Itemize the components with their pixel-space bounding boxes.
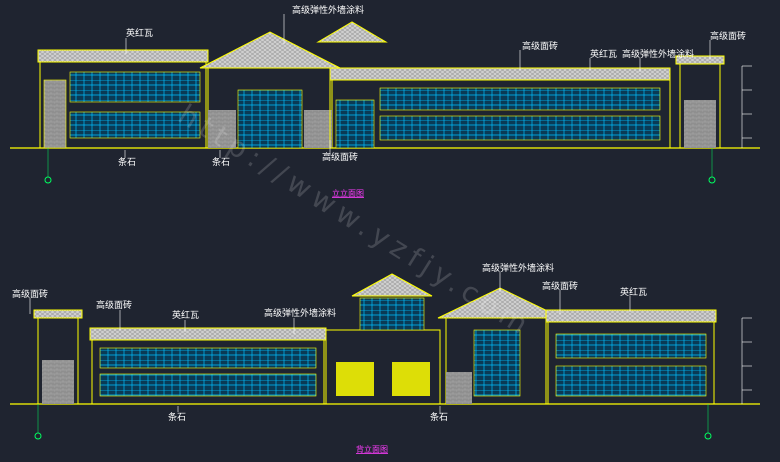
grid-bubble (704, 432, 712, 440)
rear-elevation: 高级弹性外墙涂料 高级面砖 高级面砖 英红瓦 高级弹性外墙涂料 英红瓦 高级面砖… (10, 262, 760, 454)
label-top-f: 高级面砖 (710, 30, 746, 42)
right-tower-stone (684, 100, 716, 148)
right-wing-roof (545, 309, 717, 323)
label-top-a: 高级弹性外墙涂料 (292, 4, 364, 16)
right-wing-body (547, 321, 715, 405)
left-wing-body (91, 339, 325, 405)
right-tower-roof (675, 55, 725, 65)
label-bottom-i: 条石 (430, 411, 448, 423)
label-bottom-f: 英红瓦 (620, 286, 647, 298)
grid-bubble (34, 432, 42, 440)
central-hall-glazing (237, 89, 303, 149)
right-wing-windows-lower (379, 115, 661, 141)
left-tower-stone (42, 360, 74, 404)
label-top-b: 英红瓦 (126, 27, 153, 39)
middle-hall-top-windows (359, 297, 425, 331)
label-top-c: 高级面砖 (522, 40, 558, 52)
label-top-h: 条石 (212, 156, 230, 168)
label-bottom-c: 高级面砖 (96, 299, 132, 311)
left-wing-windows-upper (69, 71, 201, 103)
grid-bubble (44, 176, 52, 184)
left-wing-windows-lower (69, 111, 201, 139)
central-hall-stone-base-right (304, 110, 332, 148)
left-wing-windows-upper (99, 347, 317, 369)
right-wing-entry (335, 99, 375, 149)
left-wing-roof (37, 49, 209, 63)
label-top-e: 高级弹性外墙涂料 (622, 48, 694, 60)
label-bottom-b: 高级面砖 (12, 288, 48, 300)
right-hall (445, 317, 547, 405)
middle-gable-roof (351, 273, 433, 297)
label-bottom-h: 条石 (168, 411, 186, 423)
left-tower-roof (33, 309, 83, 319)
bottom-elevation-title: 背立面图 (356, 444, 388, 454)
central-gable-roof (199, 31, 341, 69)
top-elevation-title: 立立面图 (332, 188, 364, 198)
label-top-g: 条石 (118, 156, 136, 168)
left-wing-body (39, 61, 207, 149)
grid-bubble (708, 176, 716, 184)
right-wing-windows-upper (379, 87, 661, 111)
label-bottom-a: 高级弹性外墙涂料 (482, 262, 554, 274)
right-wing-windows-upper (555, 333, 707, 359)
left-wing-roof (89, 327, 327, 341)
label-top-d: 英红瓦 (590, 48, 617, 60)
label-top-i: 高级面砖 (322, 151, 358, 163)
middle-hall-opening-left (336, 362, 374, 396)
label-bottom-d: 英红瓦 (172, 309, 199, 321)
left-wing-stair-tower (43, 79, 67, 149)
label-bottom-g: 高级面砖 (542, 280, 578, 292)
label-bottom-e: 高级弹性外墙涂料 (264, 307, 336, 319)
right-wing-windows-lower (555, 365, 707, 397)
right-hall-stone-base (446, 372, 472, 404)
right-wing-body (329, 79, 671, 149)
right-wing-roof (329, 67, 671, 81)
rear-gable-roof (316, 21, 388, 43)
right-hall-glazing (473, 329, 521, 397)
central-hall-stone-base-left (208, 110, 236, 148)
left-wing-windows-lower (99, 373, 317, 397)
front-elevation: 高级弹性外墙涂料 英红瓦 高级面砖 英红瓦 高级弹性外墙涂料 高级面砖 条石 条… (10, 4, 760, 198)
middle-hall-opening-right (392, 362, 430, 396)
